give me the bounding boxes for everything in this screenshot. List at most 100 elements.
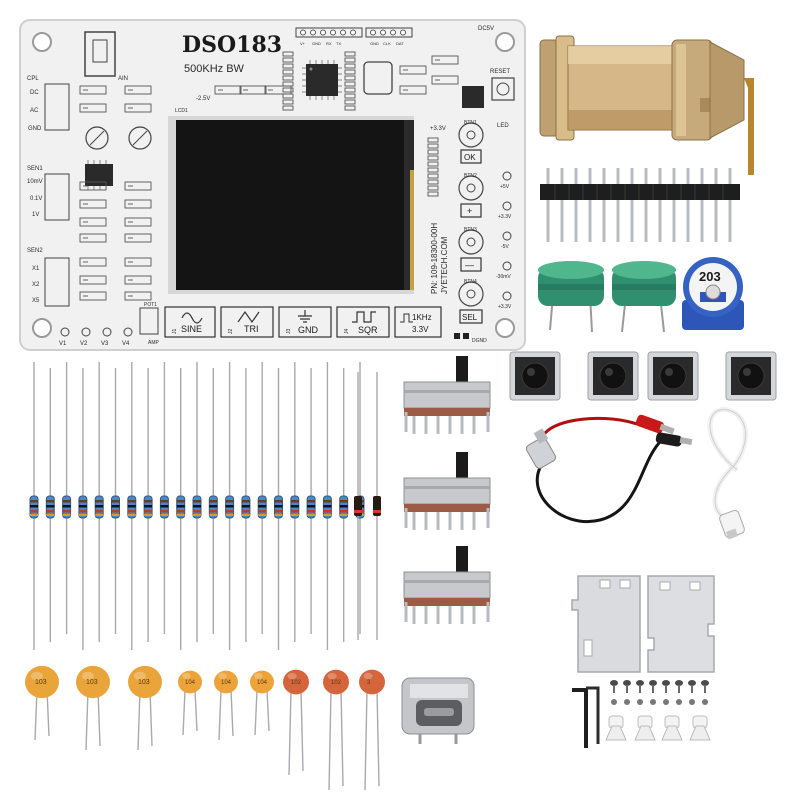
top-header: V+ GND RX TX GND CLK DAT <box>295 27 413 46</box>
amp-label: AMP <box>148 340 160 346</box>
button-label: OK <box>464 153 476 162</box>
resistor <box>192 362 202 642</box>
resistor <box>176 368 186 650</box>
case-panel-right <box>647 575 715 673</box>
resistor <box>159 362 169 634</box>
jumper-label: J2 <box>228 329 234 335</box>
pin-header-strip <box>540 168 740 242</box>
opamp-chip <box>85 164 113 186</box>
capacitor-marking: 3 <box>367 680 371 686</box>
capacitor-marking: 104 <box>257 680 268 686</box>
side-label: X1 <box>32 266 40 272</box>
capacitor-marking: 102 <box>331 680 342 686</box>
box-label: GND <box>298 325 319 335</box>
diode <box>373 372 381 640</box>
lcd-label: LCD1 <box>175 108 188 114</box>
side-label: SEN2 <box>27 248 43 254</box>
resistor <box>306 368 316 634</box>
pin-label: DAT <box>396 41 404 46</box>
board-title: DSO183 <box>182 32 282 58</box>
tactile-button <box>647 351 699 401</box>
button-tag: BTN4 <box>464 279 477 285</box>
pad-label: V2 <box>80 341 88 347</box>
side-label: 10mV <box>27 179 43 185</box>
screw <box>623 680 631 693</box>
slide-switch-set <box>403 356 491 624</box>
reset-label: RESET <box>490 69 510 75</box>
button-label: + <box>467 206 472 216</box>
brand-text: JYETECH.COM <box>440 236 449 294</box>
standoff <box>661 715 683 741</box>
pad-label: V3 <box>101 341 109 347</box>
slide-switch <box>403 452 491 530</box>
green-capacitor-1 <box>538 261 604 333</box>
resistor <box>62 362 72 634</box>
resistor <box>339 368 349 642</box>
nut <box>611 699 617 705</box>
led-label: LED <box>497 123 509 129</box>
lcd-screen <box>176 120 404 290</box>
side-label: DC <box>30 90 39 96</box>
ceramic-capacitor: 103 <box>128 665 162 751</box>
pin-label: GND <box>370 41 379 46</box>
nut <box>689 699 695 705</box>
test-pads-right: +5V +3.3V -5V -30mV +3.3V <box>496 171 512 310</box>
freq-sub-label: 3.3V <box>412 325 429 334</box>
side-label: X2 <box>32 282 40 288</box>
button-tag: BTN3 <box>464 227 477 233</box>
nut <box>637 699 643 705</box>
nut <box>650 699 656 705</box>
tactile-button <box>509 351 561 401</box>
nut <box>676 699 682 705</box>
board-subtitle: 500KHz BW <box>184 63 245 75</box>
screw <box>701 680 709 693</box>
button-label: — <box>465 260 474 270</box>
resistor <box>94 362 104 642</box>
voltage-label: -2.5V <box>196 96 210 102</box>
usb-c-jack <box>401 677 475 744</box>
hex-keys <box>572 686 600 748</box>
pot-label: POT1 <box>144 302 157 308</box>
nut <box>702 699 708 705</box>
pad-label: +3.3V <box>498 214 512 220</box>
pcb-board: DSO183 500KHz BW AIN V+ GND RX TX GND CL… <box>19 19 526 351</box>
case-panel-left <box>571 575 641 673</box>
box-label: SINE <box>181 324 202 334</box>
header-body <box>540 184 740 200</box>
resistor <box>225 362 235 650</box>
resistor <box>111 368 120 634</box>
resistor <box>78 368 88 650</box>
screw <box>610 680 618 693</box>
ceramic-capacitor: 3 <box>359 669 385 791</box>
nylon-standoffs <box>605 715 711 741</box>
tactile-button <box>587 351 639 401</box>
dc5v-label: DC5V <box>478 26 494 32</box>
mount-hole <box>32 32 52 52</box>
mount-hole <box>495 32 515 52</box>
ceramic-capacitor: 103 <box>76 665 110 751</box>
box-label: TRI <box>244 324 259 334</box>
green-capacitor-2 <box>612 261 676 333</box>
ceramic-capacitor: 102 <box>323 669 349 791</box>
side-label: 0.1V <box>30 196 42 202</box>
resistor <box>29 362 39 650</box>
button-label: SEL <box>462 313 478 322</box>
resistor <box>257 362 267 634</box>
pin-label: CLK <box>383 41 391 46</box>
pn-text: PN: 109-18300-00H <box>430 223 439 294</box>
box-label: SQR <box>358 325 378 335</box>
capacitor-marking: 103 <box>86 679 98 686</box>
standoff <box>689 715 711 741</box>
pad-label: -5V <box>501 244 509 250</box>
pad-label: V4 <box>122 341 130 347</box>
regulator-chip <box>462 86 484 108</box>
side-label: GND <box>28 126 42 132</box>
diode <box>354 372 362 640</box>
ain-label: AIN <box>118 76 128 82</box>
button-tag: BTN1 <box>464 120 477 126</box>
usb-cable <box>707 407 748 540</box>
screw <box>636 680 644 693</box>
plus33-label: +3.3V <box>430 126 446 132</box>
